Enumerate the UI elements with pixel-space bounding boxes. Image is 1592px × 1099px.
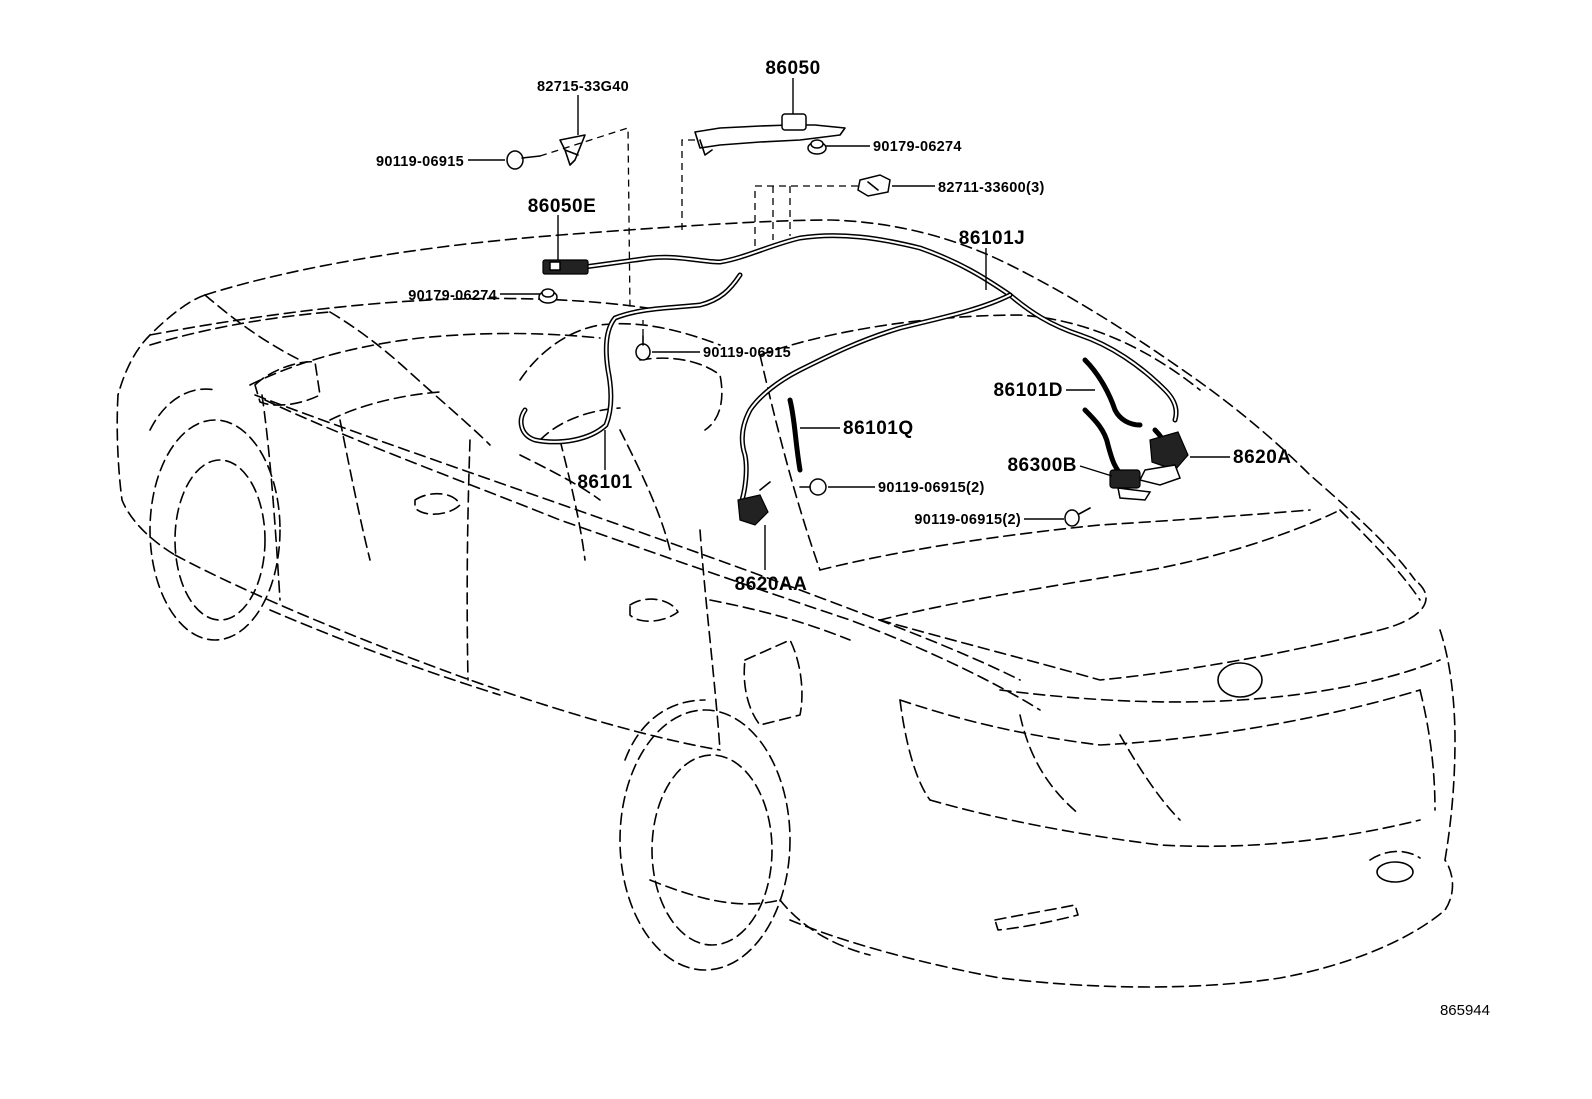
locator-lines — [539, 127, 858, 336]
callout-86101j: 86101J — [959, 228, 1025, 249]
callout-86101q: 86101Q — [843, 418, 914, 439]
callout-90179-06274-a: 90179-06274 — [873, 139, 962, 155]
callout-8620a: 8620A — [1233, 447, 1292, 468]
callout-90119-06915-a: 90119-06915 — [376, 154, 464, 170]
part-82715-clip — [559, 134, 586, 166]
callout-90119-06915-b: 90119-06915 — [703, 345, 791, 361]
part-90179-nut-a — [807, 139, 827, 155]
diagram-reference-number: 865944 — [1440, 1002, 1490, 1019]
wiring-harness — [518, 233, 1179, 503]
callout-86050: 86050 — [765, 58, 820, 79]
part-90119-bolt-c — [799, 478, 827, 496]
interior-outline — [329, 322, 723, 561]
callout-8620aa: 8620AA — [735, 574, 808, 595]
part-8620AA-module — [737, 481, 771, 526]
part-82711-clamp — [857, 174, 891, 197]
callout-90179-06274-b: 90179-06274 — [408, 288, 497, 304]
part-90179-nut-b — [538, 288, 558, 304]
car-body-outline — [116, 219, 1456, 988]
callout-86101: 86101 — [577, 472, 632, 493]
callout-86101d: 86101D — [993, 380, 1063, 401]
callout-90119-06915-c: 90119-06915(2) — [878, 480, 985, 496]
part-86050-antenna-bracket — [694, 113, 846, 156]
leader-lines — [468, 78, 1230, 570]
rear-wheel — [619, 699, 791, 971]
callout-82711-33600: 82711-33600(3) — [938, 180, 1045, 196]
part-90119-bolt-b — [635, 335, 651, 361]
callout-86050e: 86050E — [528, 196, 597, 217]
part-90119-bolt-a — [506, 150, 541, 170]
callout-86300b: 86300B — [1007, 455, 1077, 476]
callout-labels: 86050 82715-33G40 90119-06915 90179-0627… — [376, 58, 1490, 1019]
part-8620A-module — [1138, 431, 1189, 486]
part-86050E-antenna-amp — [542, 259, 589, 275]
part-86300B-connector — [1109, 469, 1152, 501]
callout-90119-06915-d: 90119-06915(2) — [914, 512, 1021, 528]
callout-82715-33g40: 82715-33G40 — [537, 79, 629, 95]
front-wheel — [149, 388, 281, 641]
part-90119-bolt-d — [1064, 507, 1091, 527]
